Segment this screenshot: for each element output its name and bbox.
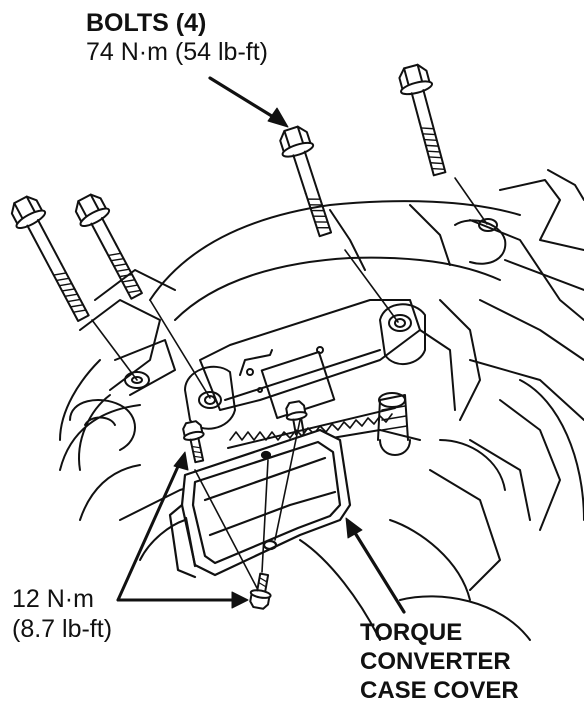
- bolt-left: [74, 193, 143, 300]
- callout-leaders: [116, 76, 406, 614]
- small-bolt-leader-up: [116, 460, 182, 602]
- bolts-arrowhead: [267, 107, 289, 128]
- small-bolt-upper-right: [285, 400, 308, 436]
- bolt-guide-lines: [91, 177, 488, 591]
- bolts-torque-spec: 74 N·m (54 lb-ft): [86, 38, 268, 66]
- bolts-leader: [208, 76, 277, 120]
- cover-arrowhead: [345, 517, 363, 539]
- cover-label-line-2: CONVERTER: [360, 648, 511, 675]
- small-bolt-arrowhead-lower: [231, 591, 249, 609]
- cover-leader: [350, 526, 406, 614]
- small-bolt-lower: [249, 572, 272, 610]
- small-bolt-upper-left: [182, 420, 205, 464]
- bolt-center: [279, 125, 333, 238]
- small-bolt-torque-spec: 12 N·m: [12, 585, 94, 613]
- small-bolt-arrowhead-upper: [173, 451, 189, 471]
- small-bolt-torque-spec-imperial: (8.7 lb-ft): [12, 615, 113, 643]
- cover-label-line-3: CASE COVER: [360, 677, 519, 704]
- bolt-far-left: [10, 195, 90, 323]
- cover-label-line-1: TORQUE: [360, 619, 463, 646]
- bolts-callout-title: BOLTS (4): [86, 9, 207, 37]
- bolt-right: [398, 63, 447, 177]
- transmission-housing: [59, 169, 584, 641]
